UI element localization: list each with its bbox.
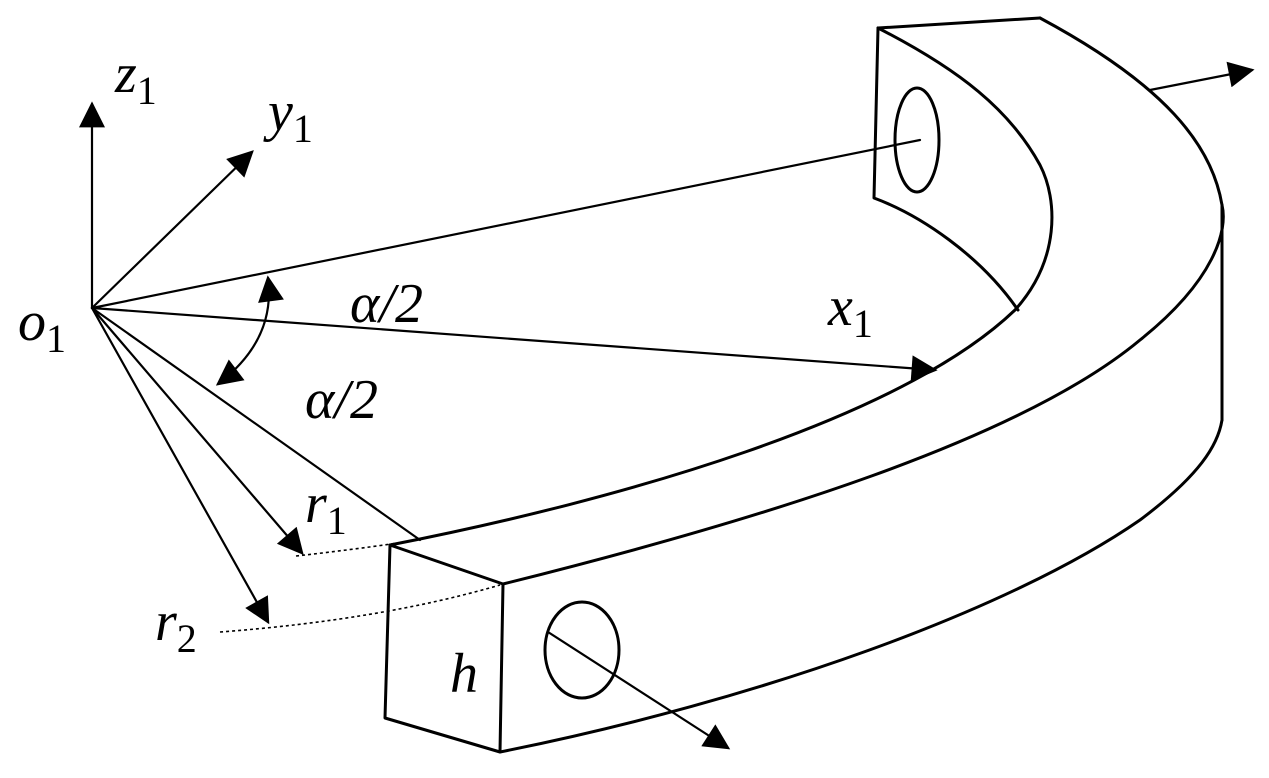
near-end-hole	[543, 600, 621, 700]
height-label: h	[450, 643, 478, 705]
y-axis-label: y1	[263, 81, 313, 151]
top-inner-edge	[388, 26, 1054, 547]
z-axis-label: z1	[114, 43, 157, 113]
curved-beam	[383, 16, 1225, 754]
near-end-face	[383, 543, 505, 754]
outer-bottom-edge	[498, 418, 1224, 754]
upper-half-angle-label: α/2	[350, 273, 423, 335]
far-end-axis-arrow	[1148, 61, 1255, 92]
inner-radius-label: r1	[305, 473, 347, 543]
far-end-face	[872, 26, 1020, 312]
lower-half-angle-label: α/2	[305, 369, 378, 431]
origin-label: o1	[18, 291, 66, 361]
r2-arrow-line	[90, 306, 270, 625]
half-angle-arc	[215, 275, 284, 386]
upper-bound-line	[90, 138, 922, 310]
r1-dotted-extension	[295, 542, 399, 557]
lower-bound-line	[90, 306, 422, 542]
far-end-top-edge	[876, 16, 1042, 30]
y-axis-line	[90, 150, 254, 310]
x-axis-label: x1	[827, 276, 873, 346]
radial-lines	[90, 138, 922, 625]
x-axis-line	[90, 306, 938, 382]
far-end-hole	[893, 86, 941, 194]
r1-arrow-line	[90, 306, 304, 555]
coordinate-axes	[79, 101, 938, 382]
top-outer-edge	[501, 16, 1225, 586]
near-end-axis-arrow	[546, 630, 731, 750]
outer-radius-label: r2	[155, 591, 197, 661]
r2-dotted-extension	[219, 584, 501, 633]
